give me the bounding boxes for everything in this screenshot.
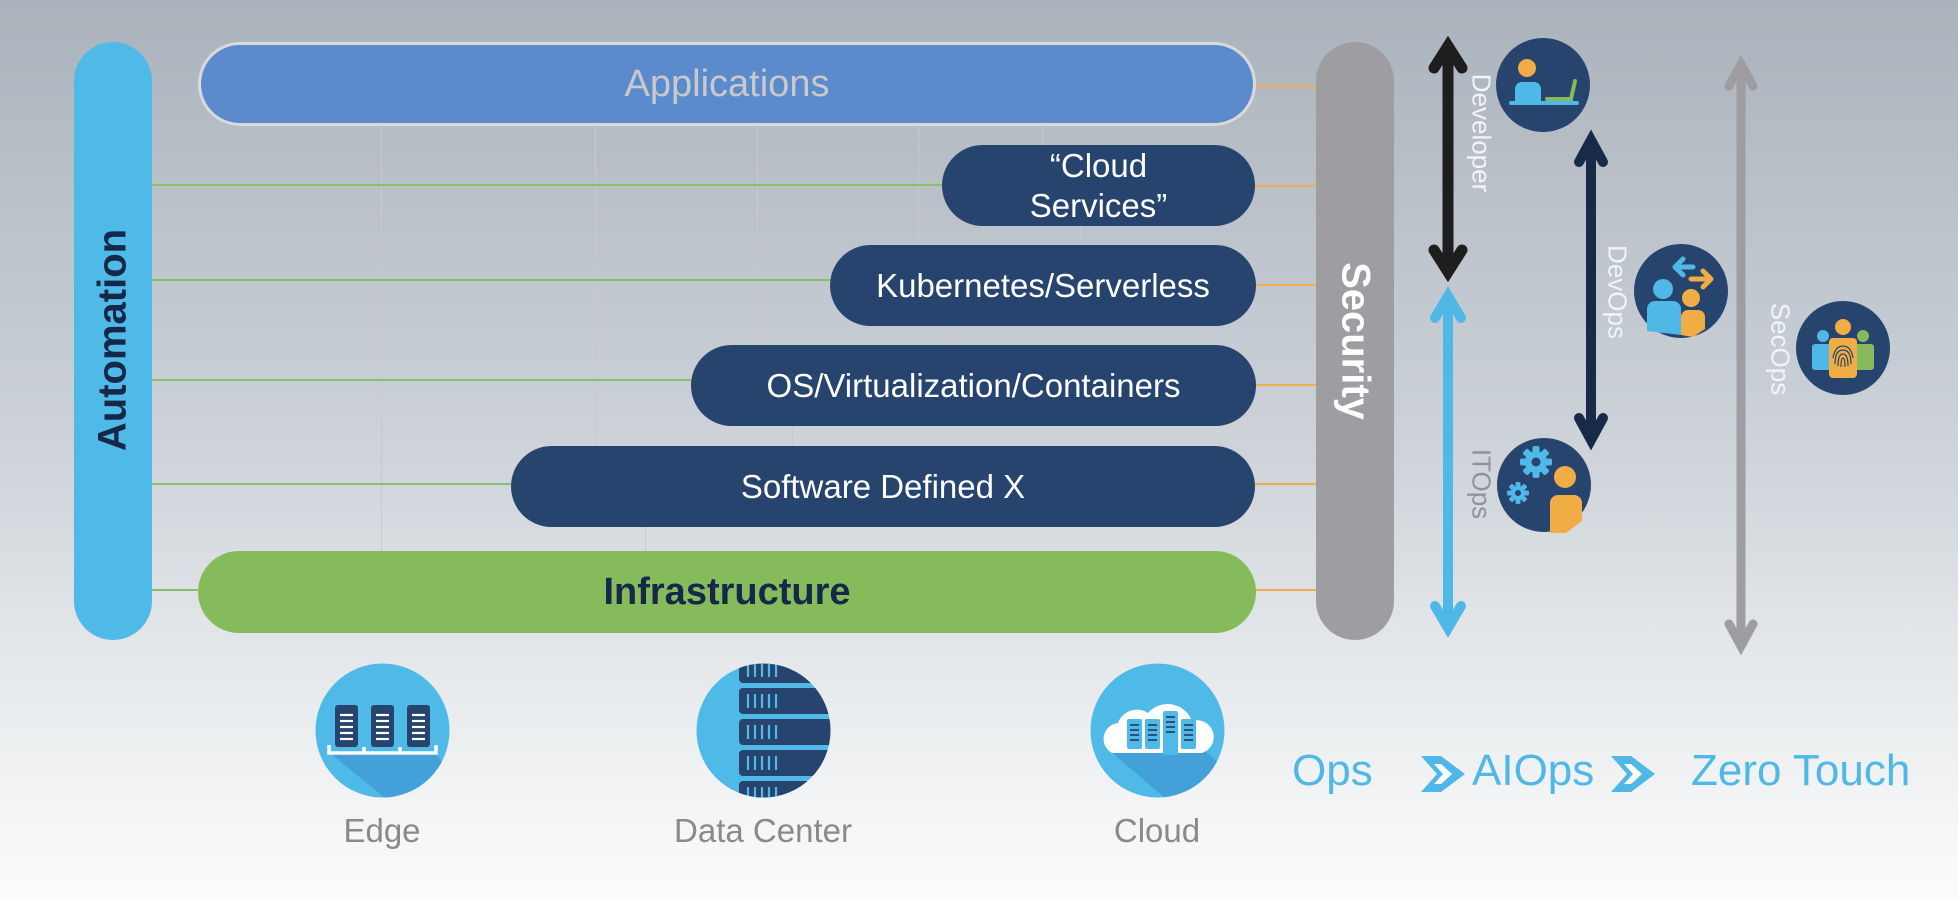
automation-bar[interactable]	[74, 42, 152, 640]
cloud-services-label-line1: “Cloud	[1049, 146, 1148, 184]
security-bar[interactable]	[1316, 42, 1394, 640]
cloud-servers-icon	[1090, 663, 1225, 798]
kubernetes-serverless-layer[interactable]: Kubernetes/Serverless	[830, 245, 1256, 326]
security-connector	[1255, 185, 1317, 187]
automation-connector	[152, 279, 830, 281]
security-connector	[1255, 384, 1317, 386]
progression-step-zero-touch: Zero Touch	[1691, 746, 1911, 795]
grid-line	[595, 126, 596, 446]
devops-icon	[1634, 244, 1728, 338]
cloud-services-layer[interactable]: “Cloud Services”	[942, 145, 1255, 226]
grid-line	[645, 526, 646, 551]
progression-step-aiops: AIOps	[1472, 746, 1595, 795]
secops-icon	[1796, 301, 1890, 395]
grid-line	[381, 126, 382, 552]
software-defined-x-label: Software Defined X	[740, 467, 1026, 505]
developer-label: Developer	[1466, 73, 1497, 193]
datacenter-label: Data Center	[674, 812, 852, 849]
double-chevron-right-icon	[1421, 756, 1465, 792]
grid-line	[944, 326, 945, 345]
infrastructure-layer[interactable]: Infrastructure	[198, 551, 1256, 633]
grid-line	[757, 126, 758, 345]
applications-layer[interactable]: Applications	[198, 42, 1256, 126]
automation-connector	[152, 379, 691, 381]
datacenter-rack-icon	[696, 663, 831, 798]
grid-line	[792, 426, 793, 446]
infrastructure-label: Infrastructure	[603, 570, 851, 613]
automation-connector	[152, 589, 198, 591]
automation-connector	[152, 483, 511, 485]
edge-servers-icon	[315, 663, 450, 798]
grid-line	[918, 126, 919, 245]
devops-label: DevOps	[1602, 245, 1633, 339]
progression-step-ops: Ops	[1292, 746, 1373, 795]
kubernetes-serverless-label: Kubernetes/Serverless	[876, 266, 1210, 304]
os-virtualization-containers-layer[interactable]: OS/Virtualization/Containers	[691, 345, 1256, 426]
cloud-label: Cloud	[1113, 812, 1201, 849]
itops-icon	[1497, 438, 1591, 533]
itops-label: ITOps	[1466, 448, 1497, 520]
applications-label: Applications	[624, 62, 830, 105]
grid-line	[1042, 126, 1043, 145]
secops-label: SecOps	[1765, 302, 1796, 396]
security-connector	[1255, 483, 1317, 485]
automation-connector	[152, 184, 942, 186]
cloud-services-label-line2: Services”	[1029, 186, 1168, 224]
edge-label: Edge	[343, 812, 421, 849]
double-chevron-right-icon	[1611, 756, 1655, 792]
security-connector	[1255, 589, 1317, 591]
developer-icon	[1496, 38, 1590, 132]
os-virtualization-containers-label: OS/Virtualization/Containers	[766, 366, 1181, 404]
software-defined-x-layer[interactable]: Software Defined X	[511, 446, 1255, 527]
security-connector	[1255, 85, 1317, 87]
grid-line	[1080, 225, 1081, 245]
security-connector	[1255, 284, 1317, 286]
